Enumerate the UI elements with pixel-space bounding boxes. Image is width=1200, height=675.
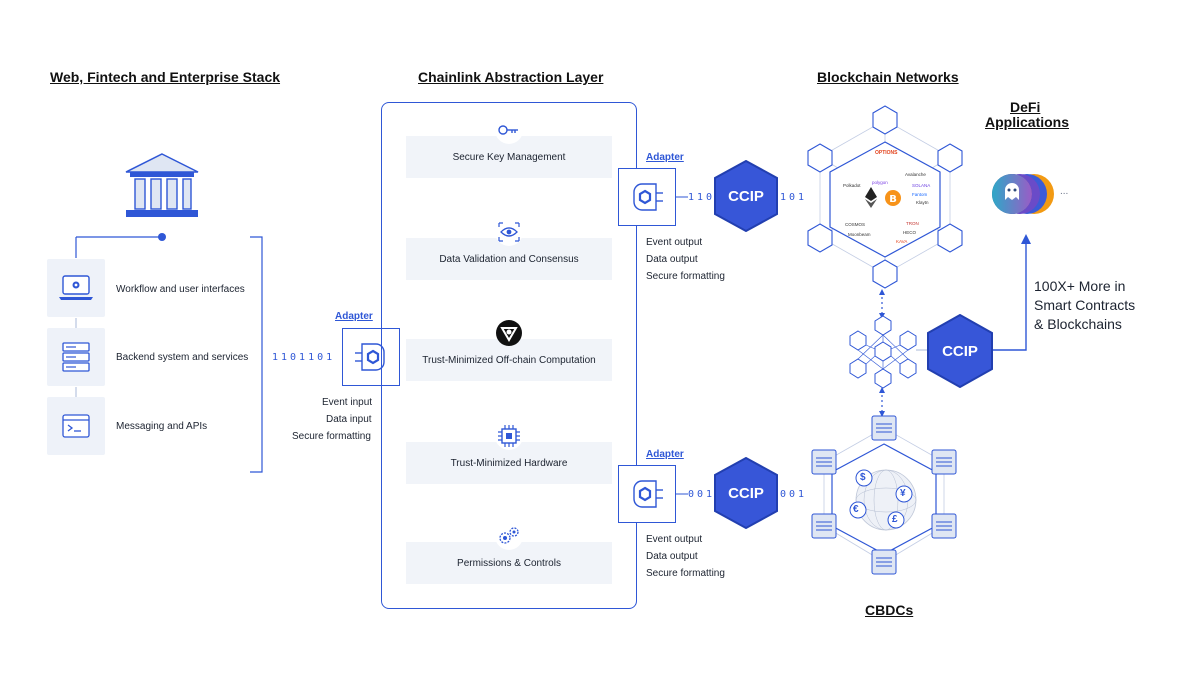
bottom-ccip-hexagon: CCIP bbox=[714, 457, 778, 529]
top-ccip-label: CCIP bbox=[728, 187, 764, 205]
service-label: Trust-Minimized Hardware bbox=[450, 457, 568, 469]
logo-klaytn: Klaytn bbox=[916, 200, 929, 205]
logo-options: OPTIONS bbox=[875, 150, 898, 156]
laptop-gear-icon bbox=[59, 275, 93, 300]
bottom-bits-left: 001 bbox=[688, 489, 716, 500]
more-text-line1: 100X+ More in bbox=[1034, 278, 1126, 294]
left-adapter-event-input: Event input bbox=[322, 397, 373, 408]
heading-defi-line2: Applications bbox=[985, 114, 1070, 130]
left-adapter-label[interactable]: Adapter bbox=[335, 311, 373, 322]
bottom-bits-right: 001 bbox=[780, 489, 808, 500]
small-network-graph bbox=[849, 315, 917, 389]
logo-fantom: Fantom bbox=[912, 192, 928, 197]
top-secure-formatting: Secure formatting bbox=[646, 271, 725, 282]
top-ccip-hexagon: CCIP bbox=[714, 160, 778, 232]
stack-item-backend bbox=[47, 328, 105, 386]
service-label: Permissions & Controls bbox=[457, 557, 561, 569]
plug-chainlink-icon bbox=[633, 480, 663, 508]
logo-heco: HECO bbox=[903, 230, 917, 235]
stack-item-workflow bbox=[47, 259, 105, 317]
bottom-ccip-label: CCIP bbox=[728, 484, 764, 502]
stack-label-messaging: Messaging and APIs bbox=[116, 421, 208, 432]
ethereum-logo bbox=[865, 187, 877, 201]
server-icon bbox=[62, 342, 90, 372]
logo-tron: TRON bbox=[906, 221, 919, 226]
defi-ellipsis: ... bbox=[1060, 186, 1069, 197]
more-text-line2: Smart Contracts bbox=[1034, 297, 1136, 313]
logo-polygon: polygon bbox=[872, 180, 888, 185]
bottom-secure-formatting: Secure formatting bbox=[646, 568, 725, 579]
currency-yen: ¥ bbox=[900, 488, 906, 499]
left-adapter-bits: 1101101 bbox=[272, 352, 336, 363]
top-data-output: Data output bbox=[646, 254, 698, 265]
top-event-output: Event output bbox=[646, 237, 703, 248]
bottom-event-output: Event output bbox=[646, 534, 703, 545]
middle-ccip-hexagon: CCIP bbox=[927, 314, 993, 388]
logo-polkadot: Polkadot bbox=[843, 183, 861, 188]
terminal-window-icon bbox=[62, 414, 90, 438]
logo-solana: SOLANA bbox=[912, 183, 931, 188]
logo-moonbeam: Moonbeam bbox=[848, 232, 871, 237]
stack-label-backend: Backend system and services bbox=[116, 352, 249, 363]
currency-euro: € bbox=[853, 504, 859, 515]
heading-defi-line1: DeFi bbox=[1010, 99, 1041, 115]
left-adapter-data-input: Data input bbox=[326, 414, 372, 425]
service-label: Secure Key Management bbox=[452, 151, 566, 163]
top-bits-right: 101 bbox=[780, 192, 808, 203]
bottom-data-output: Data output bbox=[646, 551, 698, 562]
left-adapter-secure-formatting: Secure formatting bbox=[292, 431, 371, 442]
bottom-adapter-box bbox=[618, 465, 676, 523]
top-adapter-label[interactable]: Adapter bbox=[646, 152, 684, 163]
cbdc-network-graph bbox=[811, 415, 957, 575]
logo-kava: KAVA bbox=[896, 239, 908, 244]
chip-icon bbox=[495, 422, 523, 450]
defi-app-icons bbox=[992, 174, 1054, 214]
bank-icon bbox=[125, 153, 199, 217]
more-text-line3: & Blockchains bbox=[1034, 316, 1122, 332]
currency-pound: £ bbox=[892, 514, 898, 525]
key-icon bbox=[495, 116, 523, 144]
service-label: Trust-Minimized Off-chain Computation bbox=[422, 354, 596, 366]
top-bits-left: 110 bbox=[688, 192, 716, 203]
heading-abstraction-layer: Chainlink Abstraction Layer bbox=[418, 69, 604, 85]
stack-label-workflow: Workflow and user interfaces bbox=[116, 284, 245, 295]
left-adapter-box bbox=[342, 328, 400, 386]
plug-chainlink-icon bbox=[633, 183, 663, 211]
service-offchain-computation: Trust-Minimized Off-chain Computation bbox=[406, 339, 612, 381]
logo-avalanche: Avalanche bbox=[905, 172, 926, 177]
heading-blockchain-networks: Blockchain Networks bbox=[817, 69, 959, 85]
abstraction-layer-box bbox=[381, 102, 637, 609]
currency-dollar: $ bbox=[860, 472, 866, 483]
gears-icon bbox=[495, 522, 523, 550]
heading-cbdcs: CBDCs bbox=[865, 602, 914, 618]
heading-stack: Web, Fintech and Enterprise Stack bbox=[50, 69, 281, 85]
middle-ccip-label: CCIP bbox=[942, 342, 978, 360]
stack-item-messaging bbox=[47, 397, 105, 455]
compute-logo-icon bbox=[495, 319, 523, 347]
svg-text:B: B bbox=[889, 194, 897, 205]
blockchain-network-graph: B bbox=[807, 105, 963, 289]
bitcoin-logo bbox=[885, 190, 901, 206]
logo-cosmos: COSMOS bbox=[845, 222, 866, 227]
eye-icon bbox=[495, 218, 523, 246]
top-adapter-box bbox=[618, 168, 676, 226]
service-label: Data Validation and Consensus bbox=[439, 253, 579, 265]
plug-chainlink-icon bbox=[355, 343, 385, 371]
bottom-adapter-label[interactable]: Adapter bbox=[646, 449, 684, 460]
